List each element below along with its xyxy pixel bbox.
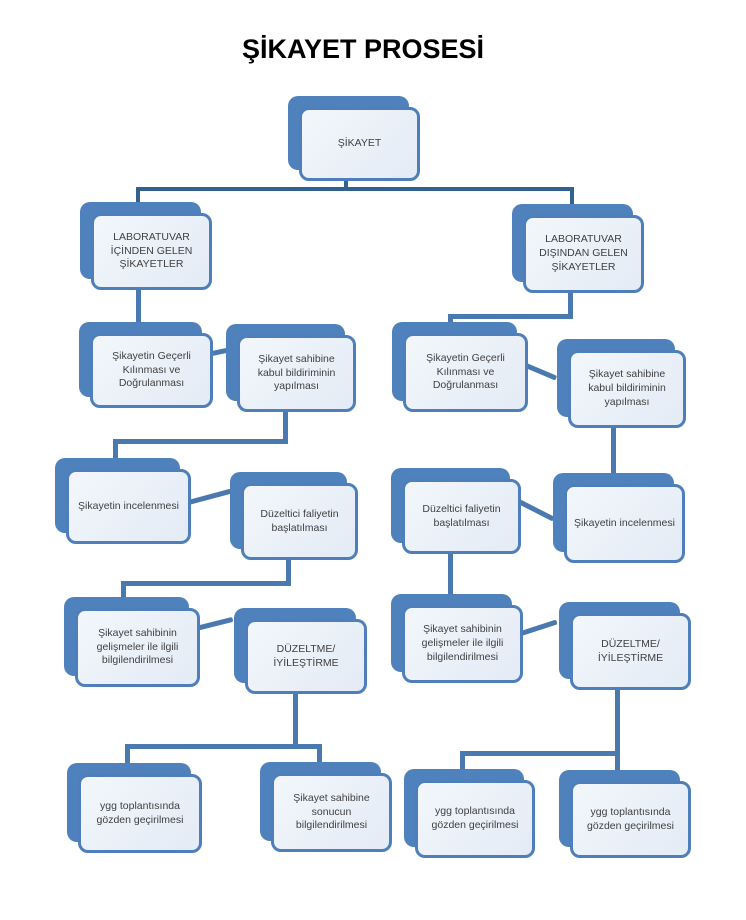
connector-lsonuc-drop bbox=[317, 744, 322, 768]
node-r-duzeltme: DÜZELTME/İYİLEŞTİRME bbox=[559, 602, 691, 690]
node-l-duzeltme: DÜZELTME/İYİLEŞTİRME bbox=[234, 608, 367, 694]
connector-top-bar bbox=[136, 187, 574, 191]
node-label: ygg toplantısında gözden geçirilmesi bbox=[431, 805, 519, 831]
node-box: Düzeltici faliyetin başlatılması bbox=[402, 479, 521, 554]
connector-labin-drop bbox=[136, 288, 141, 328]
node-r-gelismeler: Şikayet sahibinin gelişmeler ile ilgili … bbox=[391, 594, 523, 683]
node-label: Düzeltici faliyetin başlatılması bbox=[422, 502, 501, 529]
node-l-ygg: ygg toplantısında gözden geçirilmesi bbox=[67, 763, 202, 853]
node-label: Şikayetin Geçerli Kılınması ve Doğrulanm… bbox=[112, 349, 191, 390]
node-sikayet: ŞİKAYET bbox=[288, 96, 420, 181]
node-box: ygg toplantısında gözden geçirilmesi bbox=[415, 780, 535, 858]
node-l-kabul: Şikayet sahibine kabul bildiriminin yapı… bbox=[226, 324, 356, 412]
node-l-gelismeler: Şikayet sahibinin gelişmeler ile ilgili … bbox=[64, 597, 200, 687]
node-label: DÜZELTME/İYİLEŞTİRME bbox=[273, 642, 339, 669]
connector-lduzeltici-drop bbox=[286, 558, 291, 586]
node-label: Şikayetin incelenmesi bbox=[574, 516, 675, 529]
node-l-sonuc: Şikayet sahibine sonucun bilgilendirilme… bbox=[260, 762, 392, 852]
connector-lduzeltme-stem bbox=[293, 692, 298, 749]
node-box: Şikayetin incelenmesi bbox=[564, 484, 685, 563]
connector-rduzeltici-drop bbox=[448, 552, 453, 600]
connector-rduzeltme-bar bbox=[460, 751, 620, 756]
node-label: DÜZELTME/İYİLEŞTİRME bbox=[597, 637, 664, 664]
connector-lkabul-drop bbox=[283, 410, 288, 444]
node-r-kabul: Şikayet sahibine kabul bildiriminin yapı… bbox=[557, 339, 686, 428]
connector-lygg-drop bbox=[125, 744, 130, 769]
node-label: Düzeltici faliyetin başlatılması bbox=[260, 507, 339, 534]
node-label: Şikayetin Geçerli Kılınması ve Doğrulanm… bbox=[426, 351, 505, 392]
connector-rduzeltme-stem bbox=[615, 688, 620, 756]
node-box: Şikayet sahibinin gelişmeler ile ilgili … bbox=[75, 608, 200, 687]
connector-labout-elbow-drop bbox=[448, 314, 453, 328]
connector-top-stem bbox=[344, 176, 348, 189]
node-l-gecerli: Şikayetin Geçerli Kılınması ve Doğrulanm… bbox=[79, 322, 213, 408]
node-label: Şikayet sahibine kabul bildiriminin yapı… bbox=[588, 368, 666, 408]
node-box: ygg toplantısında gözden geçirilmesi bbox=[570, 781, 691, 858]
node-r-inceleme: Şikayetin incelenmesi bbox=[553, 473, 685, 563]
connector-labout-elbow-h bbox=[448, 314, 573, 319]
node-label: LABORATUVAR İÇİNDEN GELEN ŞİKAYETLER bbox=[110, 230, 193, 271]
node-label: Şikayet sahibinin gelişmeler ile ilgili … bbox=[421, 623, 504, 663]
node-box: Şikayet sahibine kabul bildiriminin yapı… bbox=[237, 335, 356, 412]
node-box: ŞİKAYET bbox=[299, 107, 420, 181]
node-box: ygg toplantısında gözden geçirilmesi bbox=[78, 774, 202, 853]
connector-lduzeltici-elbow-h bbox=[121, 581, 291, 586]
connector-labout-drop bbox=[568, 291, 573, 319]
node-box: Şikayet sahibine kabul bildiriminin yapı… bbox=[568, 350, 686, 428]
node-label: Şikayetin incelenmesi bbox=[78, 499, 179, 512]
node-label: ygg toplantısında gözden geçirilmesi bbox=[587, 805, 674, 832]
connector-lduzeltici-elbow-drop bbox=[121, 581, 126, 603]
connector-lkabul-elbow-drop bbox=[113, 439, 118, 464]
node-label: ygg toplantısında gözden geçirilmesi bbox=[96, 799, 184, 826]
connector-lduzeltme-bar bbox=[125, 744, 322, 749]
node-box: Şikayetin incelenmesi bbox=[66, 469, 191, 544]
connector-top-left-drop bbox=[136, 187, 140, 205]
node-r-gecerli: Şikayetin Geçerli Kılınması ve Doğrulanm… bbox=[392, 322, 528, 412]
node-box: LABORATUVAR İÇİNDEN GELEN ŞİKAYETLER bbox=[91, 213, 212, 290]
node-lab-icinden: LABORATUVAR İÇİNDEN GELEN ŞİKAYETLER bbox=[80, 202, 212, 290]
node-box: DÜZELTME/İYİLEŞTİRME bbox=[570, 613, 691, 690]
node-lab-disindan: LABORATUVAR DIŞINDAN GELEN ŞİKAYETLER bbox=[512, 204, 644, 293]
node-label: LABORATUVAR DIŞINDAN GELEN ŞİKAYETLER bbox=[539, 233, 628, 273]
connector-top-right-drop bbox=[570, 187, 574, 207]
node-box: LABORATUVAR DIŞINDAN GELEN ŞİKAYETLER bbox=[523, 215, 644, 293]
connector-lkabul-elbow-h bbox=[113, 439, 288, 444]
node-label: Şikayet sahibine sonucun bilgilendirilme… bbox=[293, 791, 370, 832]
connector-rkabul-drop bbox=[611, 426, 616, 478]
node-label: Şikayet sahibine kabul bildiriminin yapı… bbox=[257, 352, 336, 393]
node-box: DÜZELTME/İYİLEŞTİRME bbox=[245, 619, 367, 694]
node-r-duzeltici: Düzeltici faliyetin başlatılması bbox=[391, 468, 521, 554]
node-l-inceleme: Şikayetin incelenmesi bbox=[55, 458, 191, 544]
node-box: Şikayet sahibine sonucun bilgilendirilme… bbox=[271, 773, 392, 852]
page-title: ŞİKAYET PROSESİ bbox=[241, 34, 485, 64]
node-box: Şikayetin Geçerli Kılınması ve Doğrulanm… bbox=[403, 333, 528, 412]
node-label: Şikayet sahibinin gelişmeler ile ilgili … bbox=[96, 626, 179, 667]
node-r-ygg-2: ygg toplantısında gözden geçirilmesi bbox=[559, 770, 691, 858]
node-label: ŞİKAYET bbox=[337, 137, 382, 150]
connector-rygg2-drop bbox=[615, 751, 620, 776]
node-box: Şikayetin Geçerli Kılınması ve Doğrulanm… bbox=[90, 333, 213, 408]
node-r-ygg-1: ygg toplantısında gözden geçirilmesi bbox=[404, 769, 535, 858]
node-box: Şikayet sahibinin gelişmeler ile ilgili … bbox=[402, 605, 523, 683]
node-l-duzeltici: Düzeltici faliyetin başlatılması bbox=[230, 472, 358, 560]
node-box: Düzeltici faliyetin başlatılması bbox=[241, 483, 358, 560]
connector-rygg1-drop bbox=[460, 751, 465, 775]
